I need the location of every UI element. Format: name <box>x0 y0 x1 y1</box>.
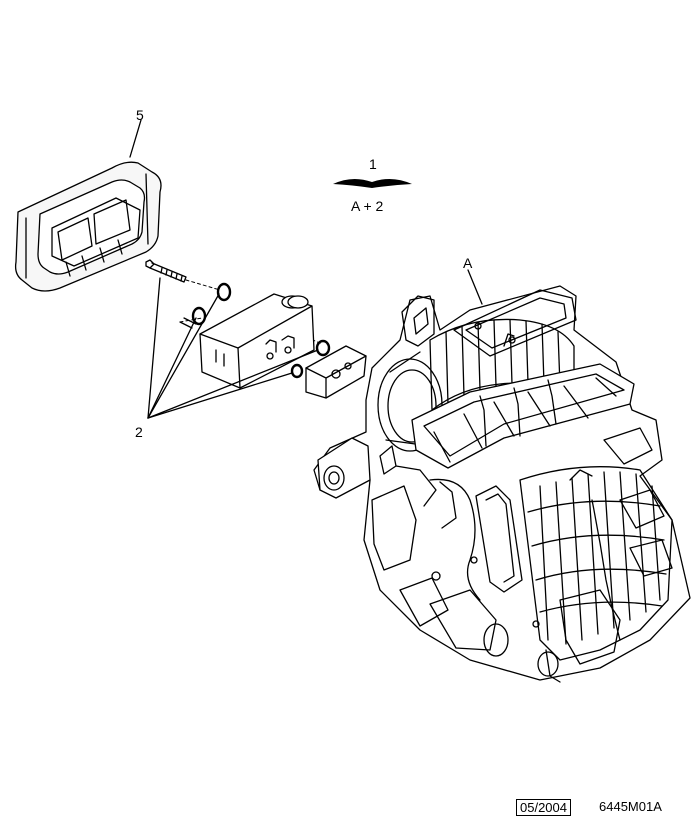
leader-line-A <box>467 269 483 305</box>
hvac-housing <box>313 285 691 683</box>
callout-2: 2 <box>135 424 143 440</box>
double-arrow-icon <box>333 178 412 188</box>
callout-5: 5 <box>136 107 144 123</box>
bolt <box>145 259 187 283</box>
reference-date: 05/2004 <box>516 799 571 816</box>
expansion-valve <box>179 293 315 389</box>
seal-gasket <box>14 161 162 292</box>
reference-code: 6445M01A <box>599 799 662 814</box>
leader-line-5 <box>129 119 142 158</box>
callout-a-plus-2: A + 2 <box>351 198 384 214</box>
callout-A: A <box>463 255 473 271</box>
callout-1: 1 <box>369 156 377 172</box>
mounting-plate <box>305 345 367 399</box>
o-rings <box>191 282 331 379</box>
leader-lines-2 <box>147 277 319 419</box>
